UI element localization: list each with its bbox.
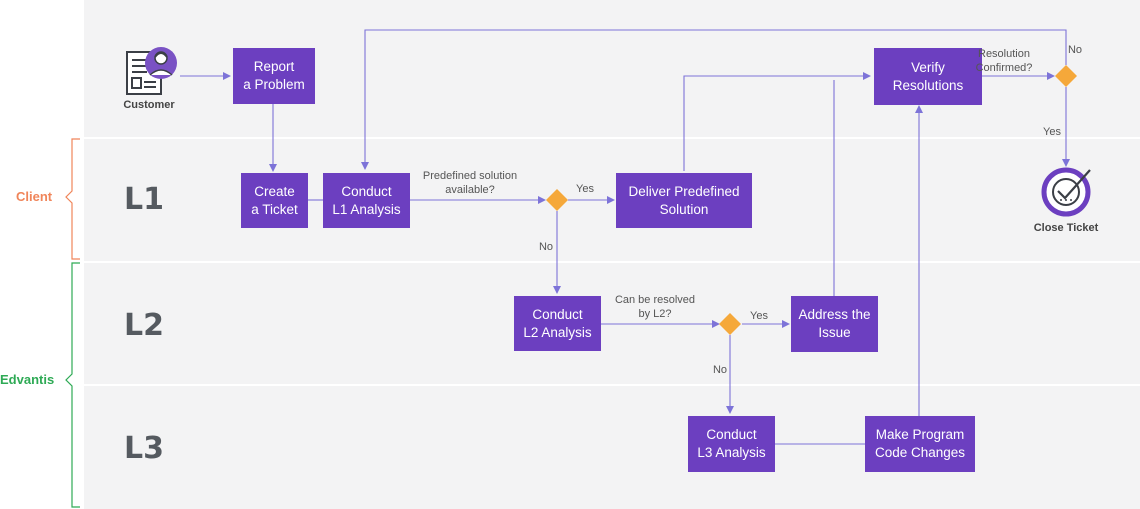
decision-l2-label: Can be resolved by L2? xyxy=(614,294,696,320)
lane-label-l2: L2 xyxy=(124,308,164,343)
report-problem-step: Report a Problem xyxy=(233,48,315,104)
verify-resolutions-step: Verify Resolutions xyxy=(874,48,982,105)
conduct-l2-step: Conduct L2 Analysis xyxy=(514,296,601,351)
conduct-l3-step: Conduct L3 Analysis xyxy=(688,416,775,472)
l2-yes-label: Yes xyxy=(750,310,768,322)
decision-confirmed-label: Resolution Confirmed? xyxy=(975,48,1033,74)
group-label-client: Client xyxy=(16,189,53,204)
decision-predefined-diamond xyxy=(546,189,568,211)
lane-label-l1: L1 xyxy=(124,182,164,217)
l2-no-label: No xyxy=(712,364,728,376)
close-ticket-label: Close Ticket xyxy=(1033,222,1099,234)
confirmed-yes-label: Yes xyxy=(1043,126,1061,138)
predefined-yes-label: Yes xyxy=(576,183,594,195)
lane-label-l3: L3 xyxy=(124,431,164,466)
customer-label: Customer xyxy=(123,99,175,111)
decision-confirmed-diamond xyxy=(1055,65,1077,87)
group-label-edvantis: Edvantis xyxy=(0,372,55,387)
predefined-no-label: No xyxy=(538,241,554,253)
deliver-predefined-step: Deliver Predefined Solution xyxy=(616,173,752,228)
decision-l2-diamond xyxy=(719,313,741,335)
create-ticket-step: Create a Ticket xyxy=(241,173,308,228)
decision-predefined-label: Predefined solution available? xyxy=(422,170,518,196)
confirmed-no-label: No xyxy=(1067,44,1083,56)
address-issue-step: Address the Issue xyxy=(791,296,878,352)
conduct-l1-step: Conduct L1 Analysis xyxy=(323,173,410,228)
make-program-step: Make Program Code Changes xyxy=(865,416,975,472)
